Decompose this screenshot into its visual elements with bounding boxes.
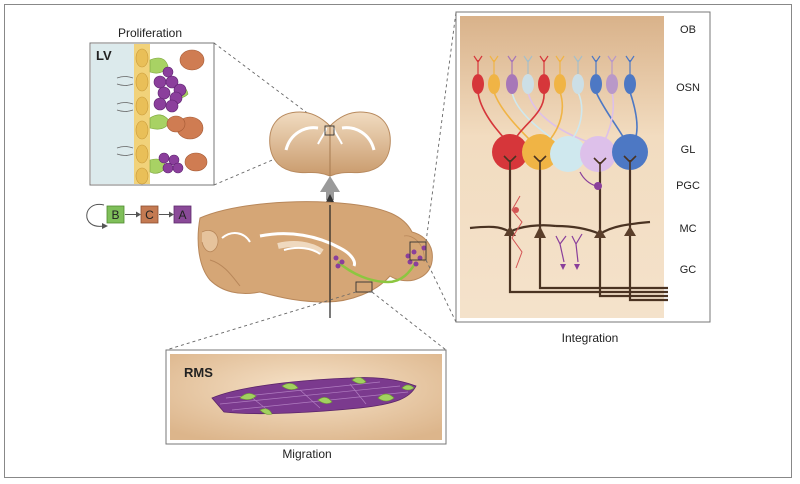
layer-label-osn: OSN — [676, 82, 700, 94]
granule-cells — [555, 233, 583, 270]
lineage-cell-c: C — [145, 208, 154, 222]
rostral-migratory-stream — [337, 261, 418, 284]
self-renewal-arrow — [86, 204, 105, 227]
lv-label: LV — [96, 48, 112, 63]
lineage-diagram: B C A — [86, 204, 192, 229]
migration-title: Migration — [282, 447, 331, 461]
layer-label-gl: GL — [681, 144, 696, 156]
glomeruli — [492, 134, 648, 172]
migration-zoom-lines — [165, 291, 447, 351]
layer-label-pgc: PGC — [676, 180, 700, 192]
migration-panel: RMS Migration — [165, 349, 447, 461]
ob-zoom-box — [409, 241, 427, 261]
lineage-cell-a: A — [178, 208, 186, 222]
lineage-cell-b: B — [111, 208, 119, 222]
layer-label-gc: GC — [680, 264, 697, 276]
lineage-cell-b-box — [106, 205, 125, 224]
mitral-somata — [504, 226, 636, 238]
ependymal-layer — [134, 44, 150, 185]
periglomerular-cells — [511, 171, 602, 269]
rms-label: RMS — [184, 365, 213, 380]
ependymal-cilia — [116, 76, 134, 156]
layer-labels: OB OSN GL PGC MC GC — [676, 24, 700, 276]
rms-zoom-box — [355, 281, 373, 293]
migrating-neuroblasts — [333, 245, 427, 269]
glial-tubes — [239, 377, 415, 415]
figure-border — [4, 4, 792, 478]
layer-label-mc: MC — [679, 223, 696, 235]
integration-title: Integration — [562, 331, 619, 345]
lineage-cell-c-box — [140, 205, 159, 224]
coronal-section — [269, 111, 391, 177]
neuroblast-chain — [211, 377, 417, 415]
layer-label-ob: OB — [680, 24, 696, 36]
type-c-cells — [166, 49, 208, 172]
proliferation-panel: Proliferation — [89, 26, 215, 186]
lineage-cell-a-box — [173, 205, 192, 224]
type-a-cells — [153, 66, 187, 174]
sagittal-brain — [197, 201, 433, 318]
mitral-tufts — [503, 155, 637, 228]
proliferation-title: Proliferation — [118, 26, 182, 40]
integration-zoom-lines — [425, 11, 457, 323]
olfactory-sensory-neurons — [472, 55, 638, 145]
integration-panel: OB OSN GL PGC MC GC Integration — [455, 11, 711, 345]
section-arrow — [320, 176, 340, 202]
coronal-zoom-box — [324, 125, 335, 136]
